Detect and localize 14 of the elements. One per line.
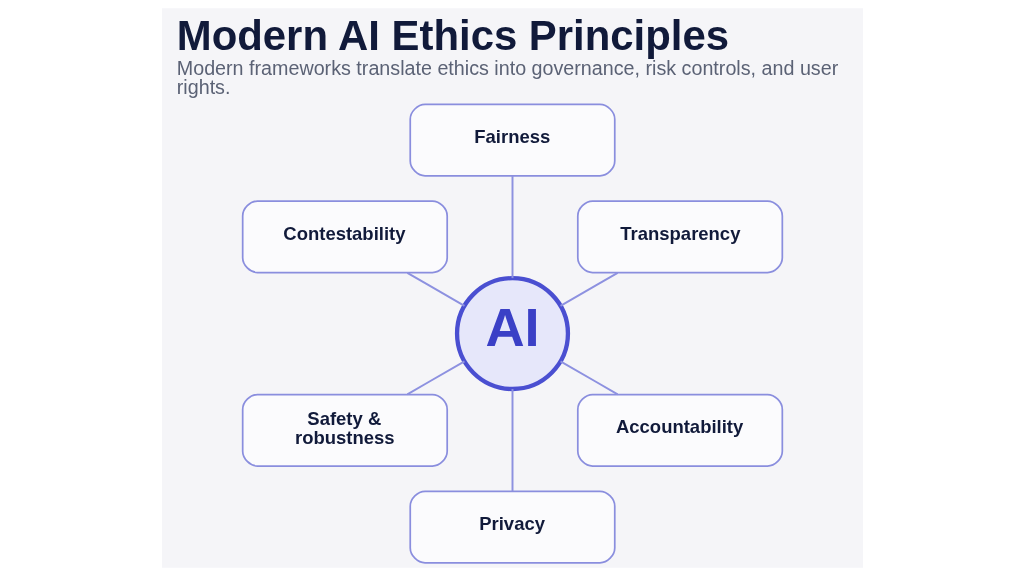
node-box: Safety & robustness	[241, 393, 448, 467]
connector	[511, 175, 513, 280]
node-circle: AI	[454, 276, 570, 392]
connector	[405, 360, 465, 396]
node-box: Privacy	[408, 490, 616, 564]
connector	[511, 388, 513, 493]
node-box: Fairness	[408, 103, 616, 177]
connector	[559, 360, 619, 396]
connector	[405, 271, 465, 307]
connector	[559, 271, 619, 307]
diagram-title: Modern AI Ethics Principles	[176, 12, 729, 60]
node-box: Transparency	[576, 200, 783, 274]
node-box: Contestability	[241, 200, 448, 274]
node-box: Accountability	[576, 393, 783, 467]
